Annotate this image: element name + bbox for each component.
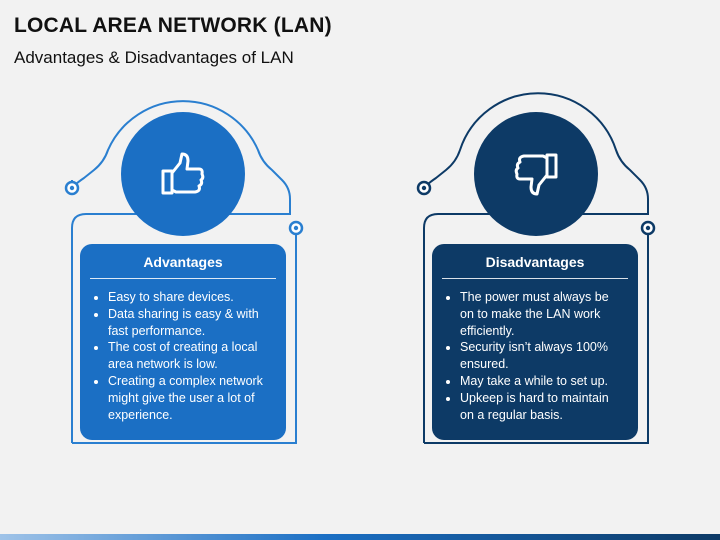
advantages-list: Easy to share devices. Data sharing is e…: [92, 289, 274, 423]
list-item: Creating a complex network might give th…: [108, 373, 274, 423]
list-item: Upkeep is hard to maintain on a regular …: [460, 390, 626, 424]
list-item: May take a while to set up.: [460, 373, 626, 390]
advantages-title: Advantages: [90, 254, 276, 279]
bottom-gradient-bar: [0, 534, 720, 540]
advantages-card: Advantages Easy to share devices. Data s…: [80, 244, 286, 440]
list-item: Easy to share devices.: [108, 289, 274, 306]
list-item: The power must always be on to make the …: [460, 289, 626, 339]
disadvantages-icon-circle: [474, 112, 598, 236]
thumbs-down-icon: [474, 112, 598, 236]
disadvantages-list: The power must always be on to make the …: [444, 289, 626, 423]
page-title: LOCAL AREA NETWORK (LAN): [14, 14, 332, 37]
disadvantages-card: Disadvantages The power must always be o…: [432, 244, 638, 440]
advantages-icon-circle: [121, 112, 245, 236]
list-item: Security isn’t always 100% ensured.: [460, 339, 626, 373]
disadvantages-title: Disadvantages: [442, 254, 628, 279]
list-item: The cost of creating a local area networ…: [108, 339, 274, 373]
page-subtitle: Advantages & Disadvantages of LAN: [14, 48, 294, 67]
thumbs-up-icon: [121, 112, 245, 236]
list-item: Data sharing is easy & with fast perform…: [108, 306, 274, 340]
